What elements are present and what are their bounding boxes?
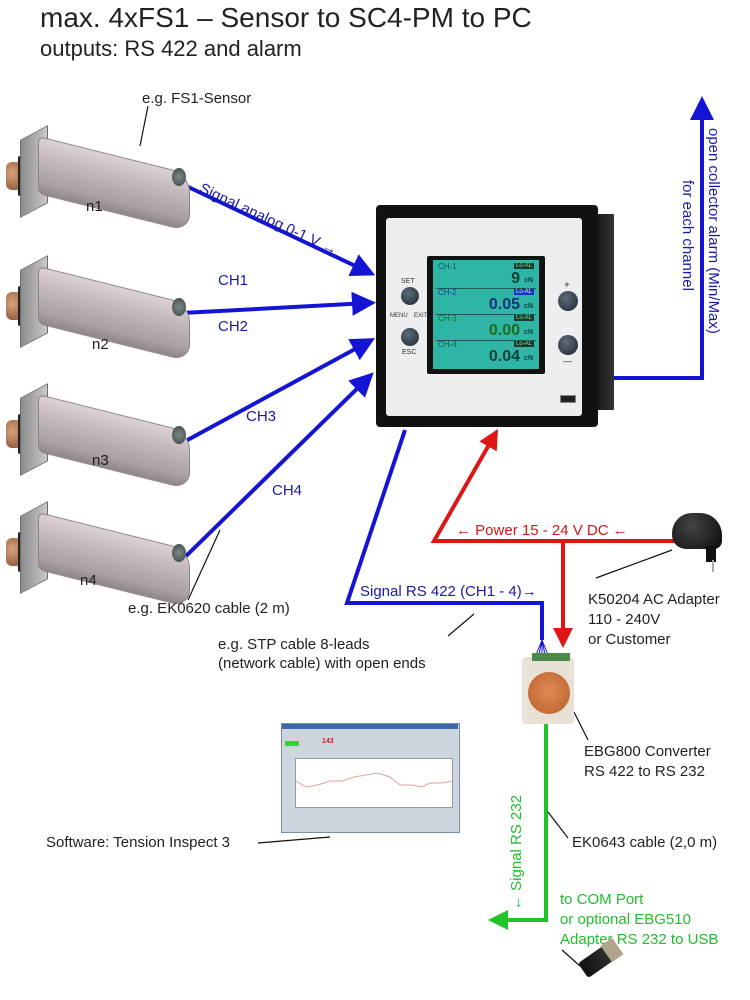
converter-terminal [532,653,570,661]
channel-label-ch1: CH1 [218,272,249,289]
stp-cable-callout: e.g. STP cable 8-leads (network cable) w… [218,636,426,672]
wire-power [430,429,676,543]
wire-ch3 [181,338,376,445]
sensor-n3 [0,380,190,490]
plus-button[interactable] [558,291,578,311]
channel-label-ch4: CH4 [272,482,303,499]
software-start-button [285,741,299,746]
channel-label-ch2: CH2 [218,318,249,335]
usb-port [560,395,576,403]
channel-value: 9 [511,270,520,287]
sensor-cable-callout: e.g. EK0620 cable (2 m) [128,600,290,617]
sensor-label-n4: n4 [80,572,97,589]
sensor-callout: e.g. FS1-Sensor [142,90,252,107]
diagram-subtitle: outputs: RS 422 and alarm [40,36,302,61]
sensor-label-n1: n1 [86,198,103,215]
channel-value: 0.00 [488,322,520,339]
alarm-badge: Lo-AL [513,315,534,321]
wire-rs232 [488,724,548,930]
rs232-label: ← Signal RS 232 [508,794,525,910]
software-callout: Software: Tension Inspect 3 [46,834,230,851]
power-label: ← Power 15 - 24 V DC ← [456,522,628,539]
com-port-callout: to COM Port or optional EBG510 Adapter R… [560,891,719,948]
set-button[interactable] [401,287,419,305]
channel-value: 0.05 [488,296,520,313]
rs422-label: Signal RS 422 (CH1 - 4)→ [360,583,537,600]
channel-label-ch3: CH3 [246,408,277,425]
alarm-label: open collector alarm (Min/Max) [705,128,722,334]
rs232-cable-callout: EK0643 cable (2,0 m) [572,834,718,851]
software-readout: 143 [322,738,334,745]
adapter-callout: K50204 AC Adapter 110 - 240V or Customer [588,591,720,648]
lcd-row-ch3: CH-3 Lo-AL 0.00 cN [436,314,536,341]
sensor-label-n2: n2 [92,336,109,353]
sensor-endcap [172,168,186,186]
sensor-label-n3: n3 [92,452,109,469]
lcd-row-ch1: CH-1 Lo-AL 9 cN [436,262,536,289]
sensor-n1 [0,122,190,232]
lcd-row-ch2: CH-2 Lo-AL 0.05 cN [436,288,536,315]
wire-ch2 [181,291,376,316]
alarm-label-sub: for each channel [679,180,696,291]
wire-ch4 [180,372,374,562]
diagram-title: max. 4xFS1 – Sensor to SC4-PM to PC [40,2,532,33]
sensor-n2 [0,252,190,362]
esc-button[interactable] [401,328,419,346]
lcd-row-ch4: CH-4 Lo-AL 0.04 cN [438,340,534,365]
wire-ch1 [181,182,376,277]
software-trend-line [295,772,453,788]
software-plot [295,758,453,808]
wire-rs422 [344,429,544,640]
callout-leaders [139,105,673,967]
wire-alarm [614,96,714,380]
ac-adapter [672,513,722,549]
alarm-badge: Lo-AL [513,341,534,347]
alarm-badge: Lo-AL [513,263,534,269]
sensor-n4 [0,498,190,608]
converter-callout: EBG800 Converter RS 422 to RS 232 [584,743,711,780]
alarm-badge: Lo-AL [513,289,534,295]
channel-value: 0.04 [488,348,520,365]
minus-button[interactable] [558,335,578,355]
